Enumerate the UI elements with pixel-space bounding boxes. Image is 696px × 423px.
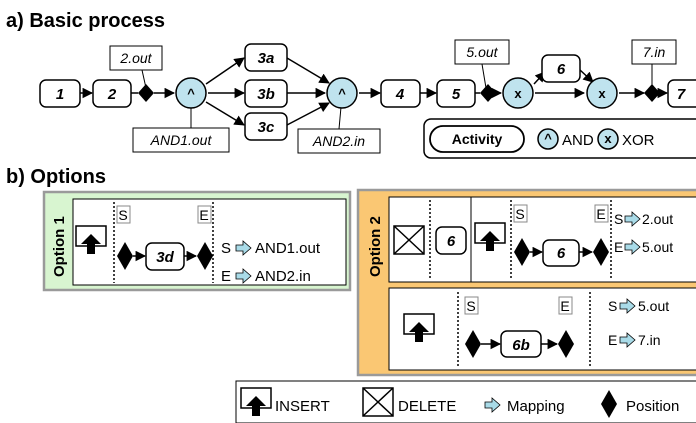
svg-text:7.in: 7.in xyxy=(638,332,661,348)
svg-text:E: E xyxy=(608,332,617,348)
activity-3b: 3b xyxy=(244,79,288,108)
xor-gateway-1-symbol: x xyxy=(514,86,522,101)
delete-icon xyxy=(393,225,425,255)
svg-text:5.out: 5.out xyxy=(466,44,498,60)
legend-xor-label: XOR xyxy=(622,132,655,149)
svg-text:E: E xyxy=(596,206,605,222)
svg-text:7.in: 7.in xyxy=(643,44,666,60)
xor-gateway-1: x xyxy=(502,77,534,109)
legend-insert-label: INSERT xyxy=(275,398,330,415)
activity-1: 1 xyxy=(39,79,81,108)
activity-3c: 3c xyxy=(244,112,288,141)
legend-mapping-label: Mapping xyxy=(507,398,565,415)
activity-5: 5 xyxy=(436,79,476,108)
svg-text:S: S xyxy=(614,211,623,227)
svg-text:AND2.in: AND2.in xyxy=(312,133,365,149)
activity-3a-label: 3a xyxy=(258,50,275,67)
option-2-panel: Option 2 6 S E 6 S 2.out E 5.out xyxy=(356,188,696,377)
svg-text:E: E xyxy=(560,298,569,314)
activity-3b-label: 3b xyxy=(257,86,275,103)
activity-3d-label: 3d xyxy=(156,249,174,266)
section-a-title: a) Basic process xyxy=(6,10,165,32)
svg-text:S: S xyxy=(608,298,617,314)
position-diamond-5 xyxy=(480,84,496,102)
legend-activity-label: Activity xyxy=(452,131,503,147)
and-gateway-1: ^ xyxy=(175,77,207,109)
activity-6: 6 xyxy=(541,54,581,83)
svg-text:S: S xyxy=(466,298,475,314)
annotation-2-out: 2.out xyxy=(109,45,163,71)
activity-7-label: 7 xyxy=(677,86,686,103)
svg-text:E: E xyxy=(221,268,231,285)
and-gateway-2-symbol: ^ xyxy=(338,86,346,101)
activity-6b-label: 6b xyxy=(512,337,530,354)
legend-operations: INSERT DELETE Mapping Position xyxy=(235,380,696,423)
legend-and-label: AND xyxy=(562,132,594,149)
xor-gateway-2: x xyxy=(586,77,618,109)
and-gateway-2: ^ xyxy=(326,77,358,109)
annotation-and2-in: AND2.in xyxy=(297,128,381,154)
legend-position-label: Position xyxy=(626,398,679,415)
svg-text:E: E xyxy=(614,239,623,255)
option-2-title: Option 2 xyxy=(367,216,384,277)
and-gateway-1-symbol: ^ xyxy=(187,86,195,101)
svg-text:AND2.in: AND2.in xyxy=(255,268,311,285)
activity-5-label: 5 xyxy=(452,86,461,103)
svg-text:AND1.out: AND1.out xyxy=(150,132,213,148)
activity-6-option-label: 6 xyxy=(557,245,566,262)
svg-text:E: E xyxy=(199,207,208,223)
deleted-activity-6-label: 6 xyxy=(447,233,456,250)
section-b-title: b) Options xyxy=(6,166,106,188)
position-diamond-2 xyxy=(138,84,154,102)
legend-delete-label: DELETE xyxy=(398,398,456,415)
svg-text:^: ^ xyxy=(544,131,552,146)
position-diamond-start xyxy=(117,242,133,270)
delete-icon xyxy=(362,387,394,417)
annotation-5-out: 5.out xyxy=(454,39,510,65)
activity-3c-label: 3c xyxy=(258,119,275,136)
svg-text:5.out: 5.out xyxy=(642,239,673,255)
svg-text:2.out: 2.out xyxy=(119,50,152,66)
activity-3a: 3a xyxy=(244,43,288,72)
activity-4: 4 xyxy=(380,79,421,108)
position-diamond-icon xyxy=(601,390,617,418)
option-1-panel: Option 1 S E 3d S AND1.out . E AND2.in xyxy=(42,190,352,292)
svg-text:5.out: 5.out xyxy=(638,298,669,314)
activity-2: 2 xyxy=(92,79,132,108)
legend-process: Activity ^ AND x XOR xyxy=(423,118,696,159)
activity-6-label: 6 xyxy=(557,61,566,78)
activity-1-label: 1 xyxy=(56,86,64,103)
annotation-7-in: 7.in xyxy=(631,39,677,65)
position-diamond-7 xyxy=(644,84,660,102)
activity-7: 7 xyxy=(667,79,696,108)
svg-text:2.out: 2.out xyxy=(642,211,673,227)
annotation-and1-out: AND1.out xyxy=(132,127,230,153)
activity-4-label: 4 xyxy=(395,86,405,103)
svg-text:S: S xyxy=(515,206,524,222)
svg-text:AND1.out: AND1.out xyxy=(255,240,321,257)
activity-2-label: 2 xyxy=(107,86,117,103)
position-diamond-end xyxy=(197,242,213,270)
svg-text:S: S xyxy=(118,207,127,223)
svg-text:S: S xyxy=(221,240,231,257)
option-1-title: Option 1 xyxy=(51,216,68,277)
svg-text:x: x xyxy=(604,131,612,146)
xor-gateway-2-symbol: x xyxy=(598,86,606,101)
